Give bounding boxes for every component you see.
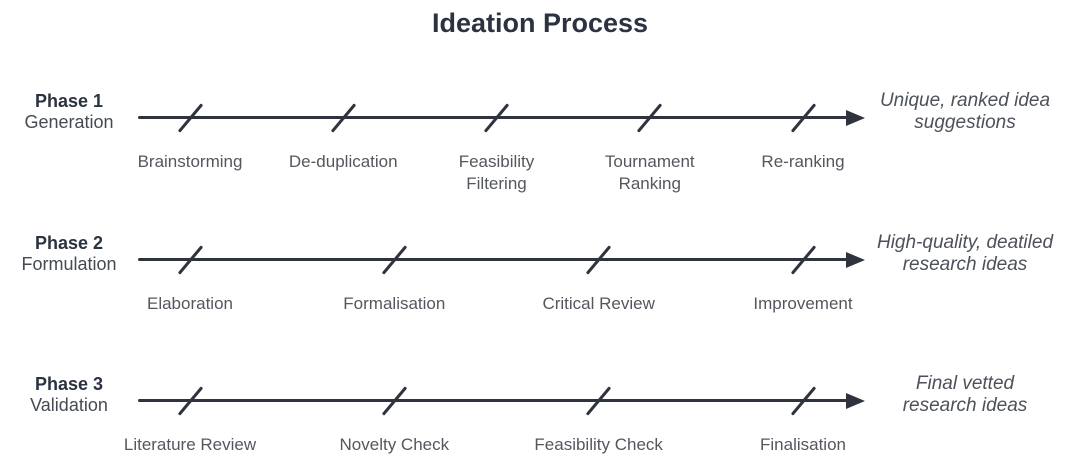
phase-outcome: Final vetted research ideas <box>902 373 1028 416</box>
phase-label: Phase 3 Validation <box>2 374 136 416</box>
step-label: Improvement <box>753 293 853 313</box>
arrowhead-icon <box>846 251 865 268</box>
diagram-title: Ideation Process <box>431 8 649 38</box>
phase-subtitle: Generation <box>24 112 114 132</box>
phase-subtitle: Validation <box>30 395 108 415</box>
timeline-line <box>138 116 848 119</box>
phase-subtitle: Formulation <box>21 253 117 274</box>
timeline-line <box>138 399 848 402</box>
step-label: De-duplication <box>288 152 398 171</box>
step-label: Literature Review <box>123 435 257 454</box>
phase-name: Phase 3 <box>34 374 104 394</box>
step-label: Re-ranking <box>761 152 845 171</box>
step-label: Critical Review <box>542 293 655 313</box>
step-label: Tournament Ranking <box>604 152 695 193</box>
arrowhead-icon <box>846 393 865 409</box>
phase-row: Phase 2 Formulation High-quality, deatil… <box>0 200 1080 342</box>
phase-label: Phase 1 Generation <box>2 91 136 133</box>
arrowhead-icon <box>846 110 865 126</box>
phase-row: Phase 3 Validation Final vetted research… <box>0 341 1080 469</box>
step-label: Formalisation <box>343 293 446 313</box>
phase-label: Phase 2 Formulation <box>2 233 136 275</box>
phase-row: Phase 1 Generation Unique, ranked idea s… <box>0 58 1080 200</box>
step-label: Finalisation <box>760 435 846 454</box>
phase-outcome: Unique, ranked idea suggestions <box>879 90 1051 133</box>
phase-name: Phase 2 <box>34 232 104 253</box>
phase-outcome: High-quality, deatiled research ideas <box>876 231 1054 275</box>
step-label: Feasibility Check <box>534 435 663 454</box>
step-label: Novelty Check <box>339 435 450 454</box>
phase-name: Phase 1 <box>34 91 104 111</box>
timeline-line <box>138 257 848 261</box>
step-label: Feasibility Filtering <box>458 152 535 193</box>
step-label: Elaboration <box>146 293 233 313</box>
step-label: Brainstorming <box>137 152 243 171</box>
